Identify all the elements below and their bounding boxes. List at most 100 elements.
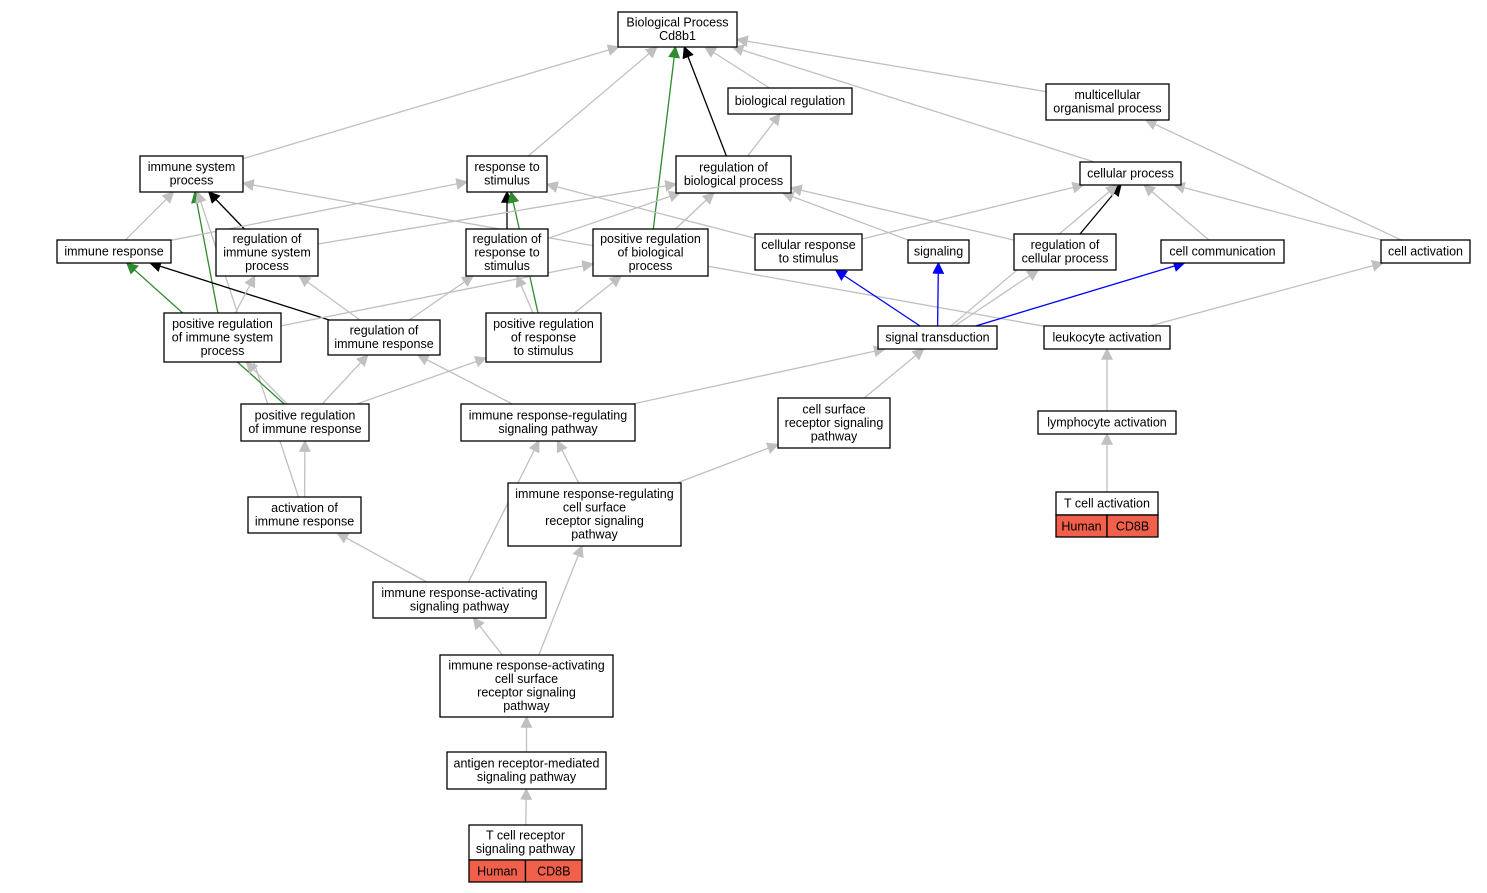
annotation-cell-label: Human (477, 865, 517, 879)
annotation-cell (1106, 514, 1159, 538)
node-label-line: of immune system (172, 330, 273, 344)
node-label-line: T cell activation (1064, 496, 1150, 510)
node-label-line: cellular response (761, 238, 856, 252)
node-label-line: receptor signaling (545, 514, 644, 528)
node-signaling[interactable]: signaling (907, 239, 970, 264)
node-label-line: to stimulus (514, 344, 574, 358)
edge-regimmresp-to-regresp (408, 275, 474, 321)
edge-irrsp-to-regimmresp (416, 354, 513, 405)
edge-regimmsys-to-regbio (317, 179, 678, 245)
node-label-line: cell surface (563, 501, 626, 515)
node-label-line: cell activation (1388, 244, 1463, 258)
node-label-line: immune response (255, 515, 354, 529)
edge-sigtrans-to-signaling (932, 261, 945, 327)
node-label-line: immune response-activating (381, 586, 537, 600)
node-box (215, 228, 319, 277)
node-box (1079, 161, 1182, 186)
edge-posregimmresp-to-regimmresp (321, 354, 369, 405)
edge-regimmresp-to-immresp (148, 260, 330, 321)
node-bioreg[interactable]: biological regulation (727, 87, 853, 115)
edge-irasp-to-irrsp (467, 439, 540, 583)
edge-irrsp-to-sigtrans (632, 345, 886, 405)
edge-signaling-to-regbio (781, 191, 909, 241)
node-label-line: signal transduction (885, 330, 989, 344)
node-label-line: cellular process (1022, 252, 1109, 266)
node-label-line: activation of (271, 501, 338, 515)
node-box (439, 654, 614, 718)
node-box (466, 155, 548, 193)
edge-cellcomm-to-cellproc (1143, 184, 1210, 241)
node-box (1160, 239, 1285, 264)
node-label-line: signaling pathway (498, 422, 598, 436)
node-sigtrans[interactable]: signal transduction (877, 325, 998, 350)
node-label-line: positive regulation (493, 317, 594, 331)
edge-bioreg-to-bp (703, 46, 770, 89)
edge-sigtrans-to-cellresp (834, 269, 921, 327)
edge-immresp-to-immsys (125, 191, 175, 241)
edge-cellact-to-cellproc (1172, 181, 1383, 241)
node-box (468, 824, 583, 861)
node-label-line: immune response (64, 244, 163, 258)
node-label-line: Cd8b1 (659, 29, 696, 43)
edge-sigtrans-to-cellcomm (975, 260, 1186, 327)
edge-irrcsrsp-to-irrsp (556, 439, 580, 484)
node-label-line: stimulus (484, 259, 530, 273)
node-cellproc[interactable]: cellular process (1079, 161, 1182, 186)
node-box (1380, 239, 1471, 264)
node-cellact[interactable]: cell activation (1380, 239, 1471, 264)
node-label-line: antigen receptor-mediated (454, 757, 600, 771)
edge-posregimmsys-to-immsys (191, 190, 219, 314)
edge-csrsp-to-sigtrans (863, 348, 925, 399)
node-label-line: process (170, 174, 214, 188)
edge-regimmsys-to-immsys (207, 191, 245, 230)
annotation-cell-label: CD8B (1116, 520, 1149, 534)
edge-posregresp-to-posregbio (573, 275, 622, 314)
node-label-line: signaling pathway (477, 770, 577, 784)
node-label-line: positive regulation (600, 232, 701, 246)
edge-iracsrsp-to-irasp (472, 617, 503, 656)
node-lymphact[interactable]: lymphocyte activation (1037, 410, 1177, 435)
node-label-line: process (245, 259, 289, 273)
edge-immsys-to-bp (242, 44, 620, 160)
edge-posregbio-to-regbio (675, 192, 715, 230)
node-immresp[interactable]: immune response (56, 239, 172, 264)
node-label-line: immune system (148, 160, 236, 174)
node-label-line: multicellular (1075, 88, 1141, 102)
node-label-line: receptor signaling (477, 686, 576, 700)
edge-cellresp-to-resp (545, 181, 756, 239)
node-box (465, 228, 549, 277)
edge-posregimmsys-to-regimmsys (234, 274, 256, 314)
node-leukact[interactable]: leukocyte activation (1043, 325, 1171, 350)
edge-regbio-to-bioreg (747, 113, 781, 157)
node-label-line: T cell receptor (486, 829, 565, 843)
node-cellcomm[interactable]: cell communication (1160, 239, 1285, 264)
node-box (1037, 410, 1177, 435)
edge-posregresp-to-regresp (515, 274, 534, 314)
node-box (247, 496, 362, 534)
annotation-cell-label: Human (1061, 520, 1101, 534)
